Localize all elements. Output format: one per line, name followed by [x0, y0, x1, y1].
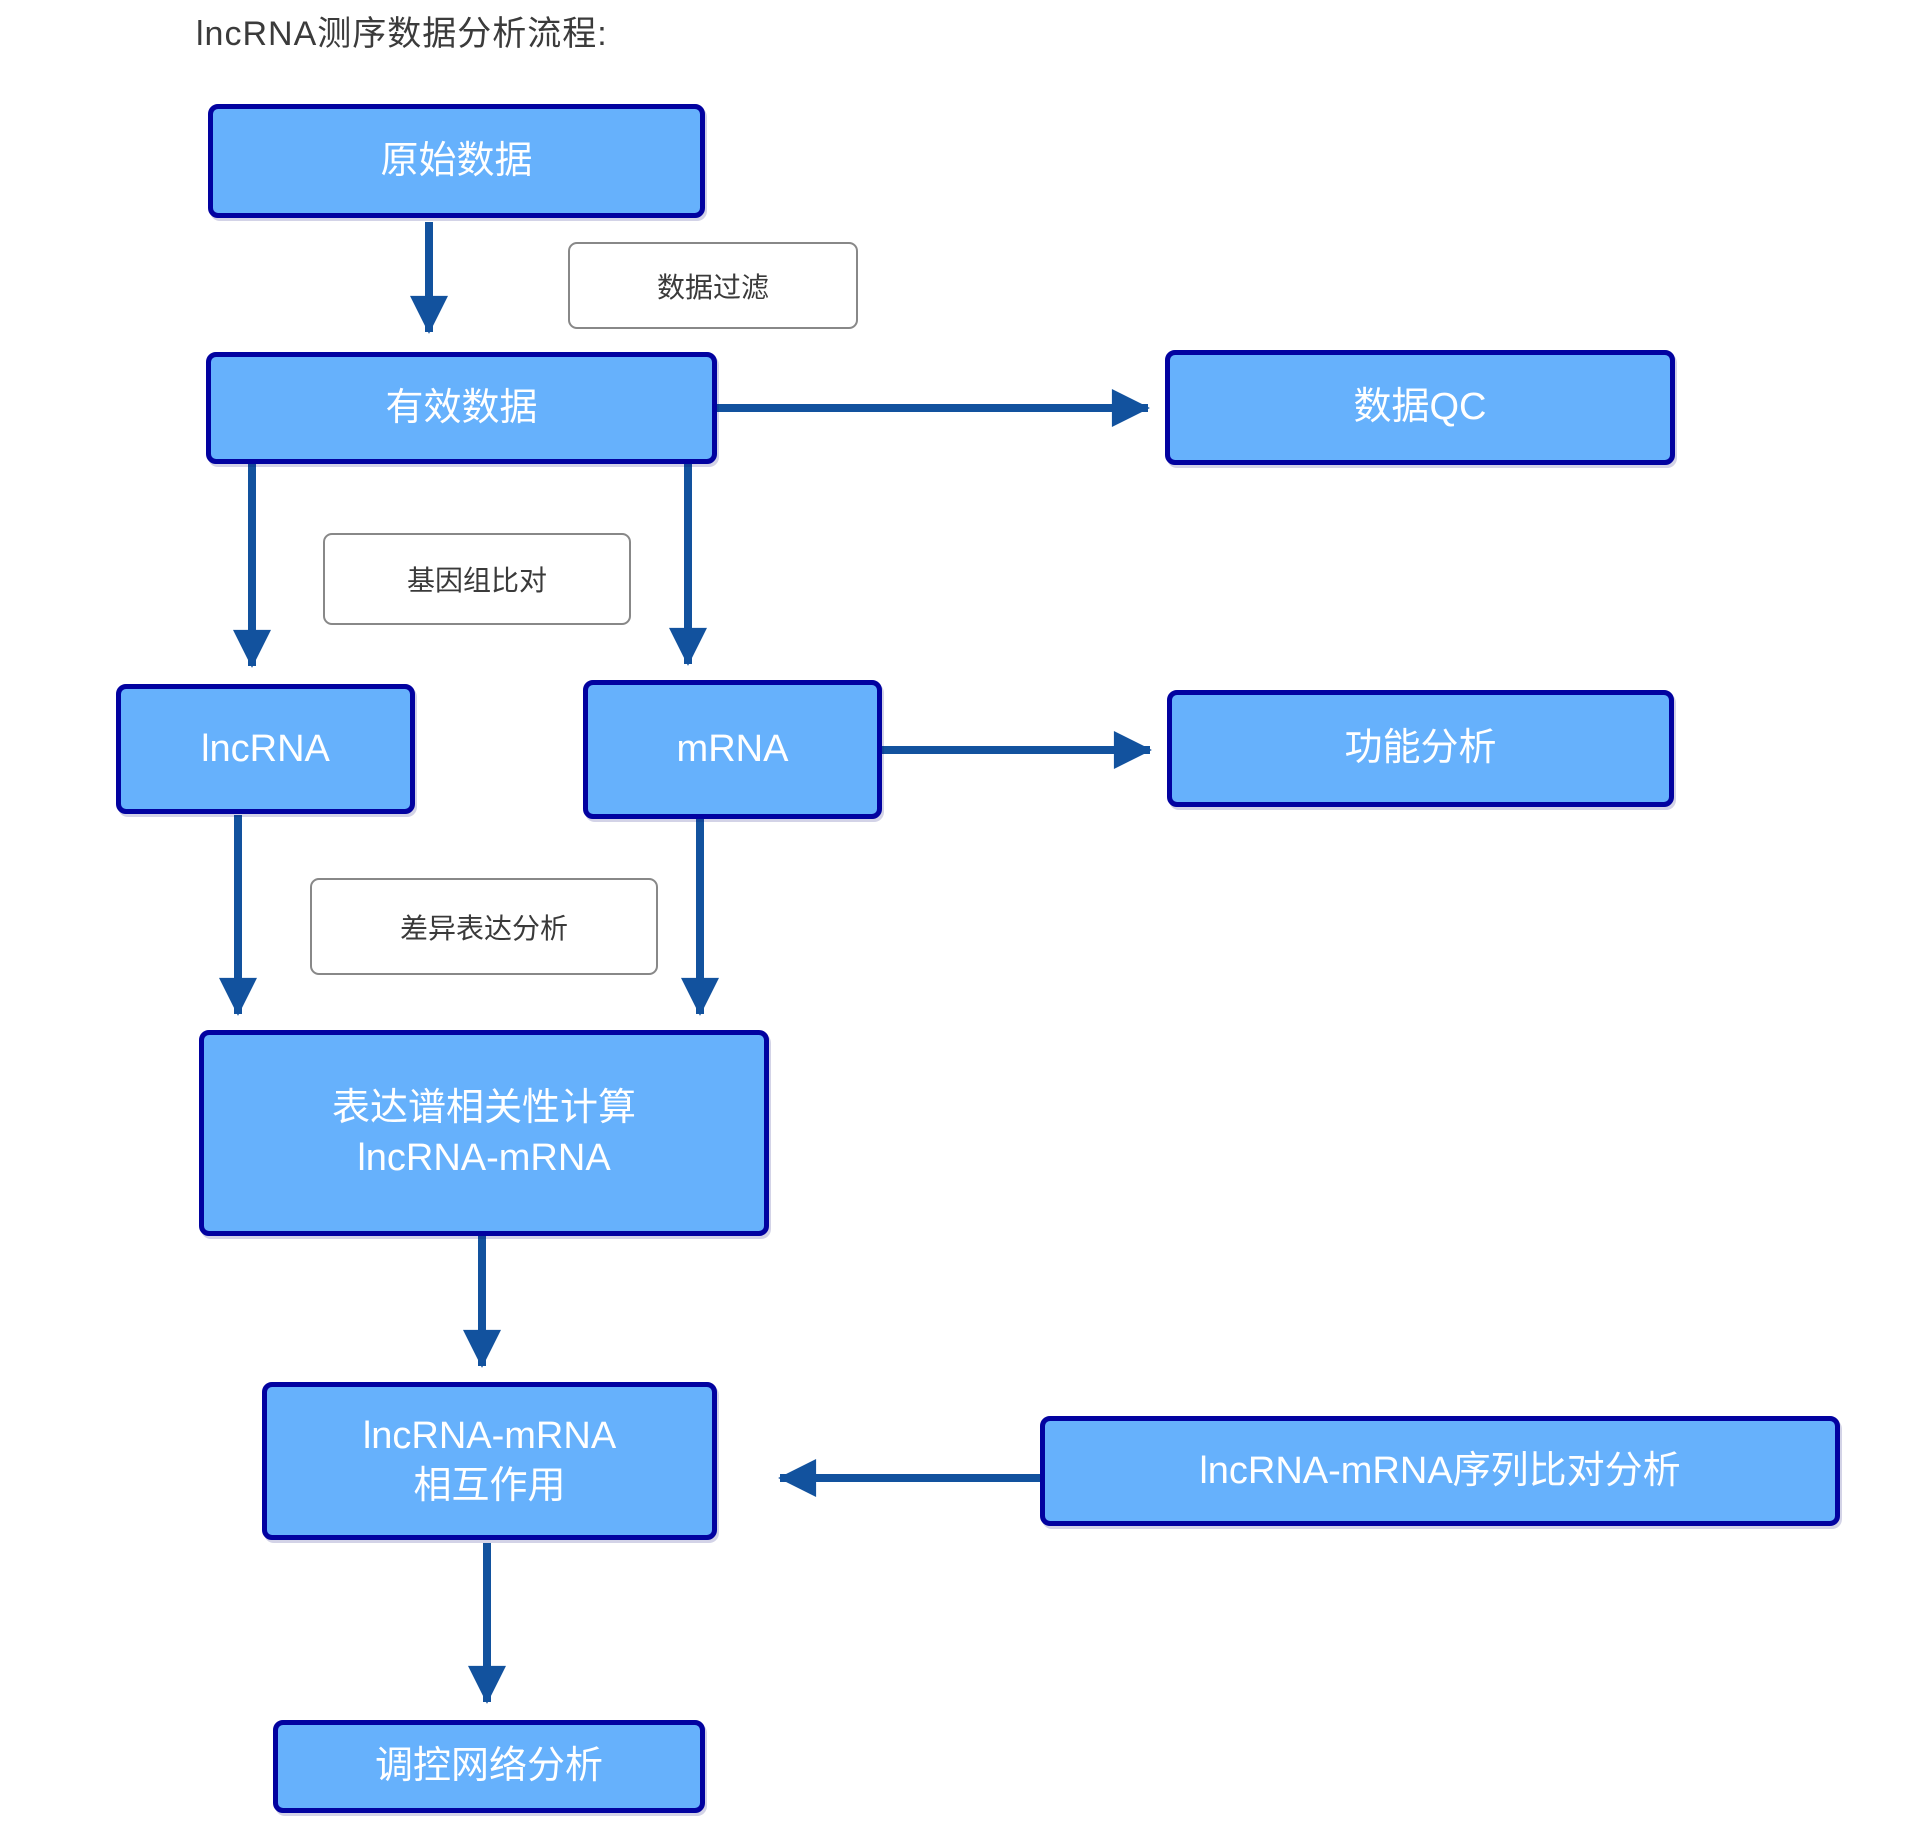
node-regulatory-network-analysis-label: 调控网络分析	[374, 1745, 603, 1788]
step-label-differential-expression-text: 差异表达分析	[399, 912, 568, 944]
node-functional-analysis-label: 功能分析	[1344, 727, 1497, 770]
step-label-differential-expression: 差异表达分析	[310, 878, 658, 975]
node-expression-correlation-line1: 表达谱相关性计算	[331, 1086, 636, 1129]
node-data-qc-label: 数据QC	[1353, 386, 1487, 429]
node-valid-data: 有效数据	[206, 352, 717, 464]
node-lncrna: lncRNA	[116, 684, 415, 814]
node-expression-correlation-line2: lncRNA-mRNA	[357, 1137, 611, 1179]
node-regulatory-network-analysis: 调控网络分析	[273, 1720, 705, 1813]
node-lncrna-mrna-interaction-line1: lncRNA-mRNA	[362, 1414, 617, 1457]
node-lncrna-label: lncRNA	[201, 727, 330, 770]
node-data-qc: 数据QC	[1165, 350, 1675, 465]
node-sequence-alignment-analysis-label: lncRNA-mRNA序列比对分析	[1199, 1449, 1681, 1492]
node-raw-data: 原始数据	[208, 104, 705, 218]
node-lncrna-mrna-interaction: lncRNA-mRNA 相互作用	[262, 1382, 717, 1540]
step-label-genome-alignment-text: 基因组比对	[406, 565, 547, 596]
node-expression-correlation: 表达谱相关性计算 lncRNA-mRNA	[199, 1030, 769, 1236]
diagram-title: lncRNA测序数据分析流程:	[196, 15, 608, 53]
step-label-genome-alignment: 基因组比对	[323, 533, 631, 625]
step-label-data-filter-text: 数据过滤	[656, 271, 769, 303]
node-mrna: mRNA	[583, 680, 882, 819]
node-functional-analysis: 功能分析	[1167, 690, 1674, 807]
node-valid-data-label: 有效数据	[385, 386, 538, 429]
node-mrna-label: mRNA	[676, 728, 789, 771]
step-label-data-filter: 数据过滤	[568, 242, 858, 329]
node-raw-data-label: 原始数据	[380, 139, 533, 182]
node-lncrna-mrna-interaction-line2: 相互作用	[413, 1465, 566, 1507]
node-sequence-alignment-analysis: lncRNA-mRNA序列比对分析	[1040, 1416, 1840, 1526]
